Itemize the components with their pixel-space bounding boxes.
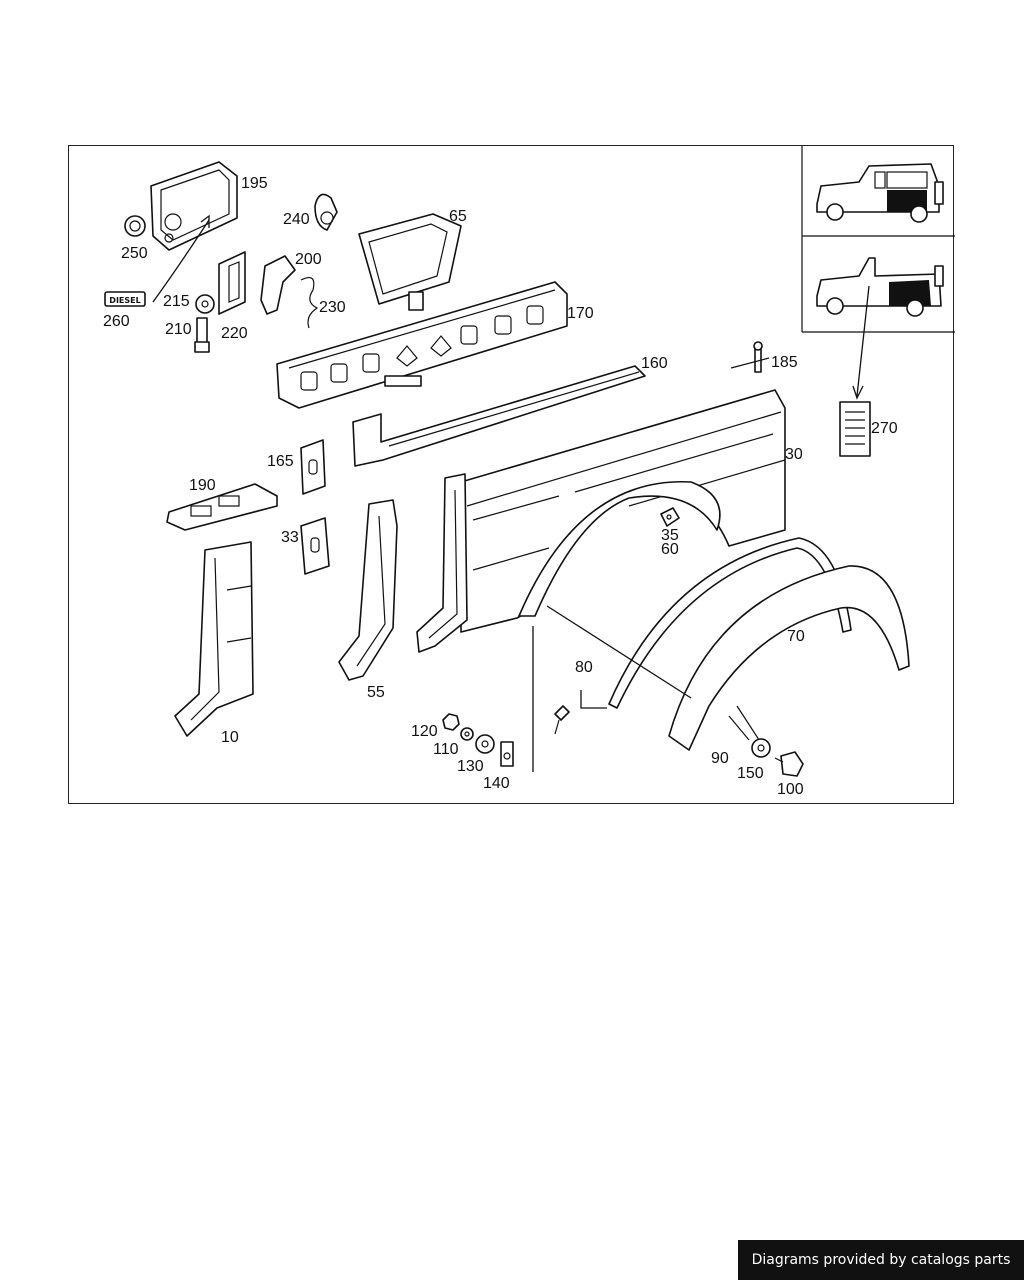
label-220: 220 — [221, 325, 248, 342]
wheel-arch-seal — [518, 481, 721, 617]
parts-exploded-diagram: DIESEL — [103, 146, 955, 798]
washer-110 — [460, 727, 474, 741]
leader-260 — [152, 219, 210, 303]
label-100: 100 — [777, 781, 804, 798]
bolt-210 — [194, 317, 210, 353]
hinge-bracket-200 — [260, 255, 296, 315]
label-200: 200 — [295, 251, 322, 268]
vehicle-inset-panel — [801, 146, 955, 333]
label-120: 120 — [411, 723, 438, 740]
pillar-10 — [174, 541, 254, 737]
parts-diagram-frame: DIESEL — [68, 145, 955, 804]
label-215: 215 — [163, 293, 190, 310]
pillar-55 — [338, 499, 398, 681]
label-33: 33 — [281, 529, 299, 546]
label-230: 230 — [319, 299, 346, 316]
inner-pillar — [416, 473, 468, 653]
plate-140 — [500, 741, 514, 767]
label-140: 140 — [483, 775, 510, 792]
label-80: 80 — [575, 659, 593, 676]
sill-rail-160 — [352, 365, 646, 467]
label-60: 60 — [661, 541, 679, 558]
bracket-33 — [300, 517, 330, 575]
floor-plate-190 — [166, 483, 278, 531]
bracket-165 — [300, 439, 326, 495]
latch-185 — [730, 341, 770, 373]
gasket-35 — [660, 507, 680, 527]
label-210: 210 — [165, 321, 192, 338]
label-260: 260 — [103, 313, 130, 330]
svg-text:DIESEL: DIESEL — [109, 296, 140, 305]
label-70: 70 — [787, 628, 805, 645]
washer-215 — [195, 294, 215, 314]
side-panel-30 — [460, 389, 786, 633]
screw-100 — [774, 751, 804, 777]
side-rail-170 — [276, 281, 568, 409]
clip-80 — [554, 705, 570, 735]
diesel-sticker: DIESEL — [104, 291, 146, 307]
label-170: 170 — [567, 305, 594, 322]
label-185: 185 — [771, 354, 798, 371]
label-165: 165 — [267, 453, 294, 470]
label-160: 160 — [641, 355, 668, 372]
label-55: 55 — [367, 684, 385, 701]
label-110: 110 — [433, 741, 459, 758]
label-130: 130 — [457, 758, 484, 775]
convertible-vehicle-icon — [816, 257, 944, 400]
spring-230 — [300, 277, 319, 329]
label-35: 35 — [661, 527, 679, 544]
credit-banner: Diagrams provided by catalogs parts — [738, 1240, 1024, 1280]
label-90: 90 — [711, 750, 729, 767]
hinge-plate-220 — [218, 251, 246, 315]
washer-130 — [475, 734, 495, 754]
label-195: 195 — [241, 175, 268, 192]
decal-sticker-270 — [839, 401, 871, 457]
label-270: 270 — [871, 420, 898, 437]
label-10: 10 — [221, 729, 239, 746]
storage-box-65 — [358, 213, 462, 311]
label-250: 250 — [121, 245, 148, 262]
lock-bracket-240 — [314, 193, 338, 231]
label-190: 190 — [189, 477, 216, 494]
washer-150 — [751, 738, 771, 758]
hardtop-vehicle-icon — [816, 163, 944, 223]
label-150: 150 — [737, 765, 764, 782]
trim-strip — [608, 537, 852, 709]
label-65: 65 — [449, 208, 467, 225]
fuel-cap-250 — [124, 215, 146, 237]
fender-flare-70 — [668, 565, 910, 751]
leader-80 — [580, 690, 607, 709]
fuel-filler-flap — [150, 161, 238, 251]
label-30: 30 — [785, 446, 803, 463]
nut-120 — [442, 713, 460, 731]
leader-70 — [546, 605, 692, 699]
label-240: 240 — [283, 211, 310, 228]
